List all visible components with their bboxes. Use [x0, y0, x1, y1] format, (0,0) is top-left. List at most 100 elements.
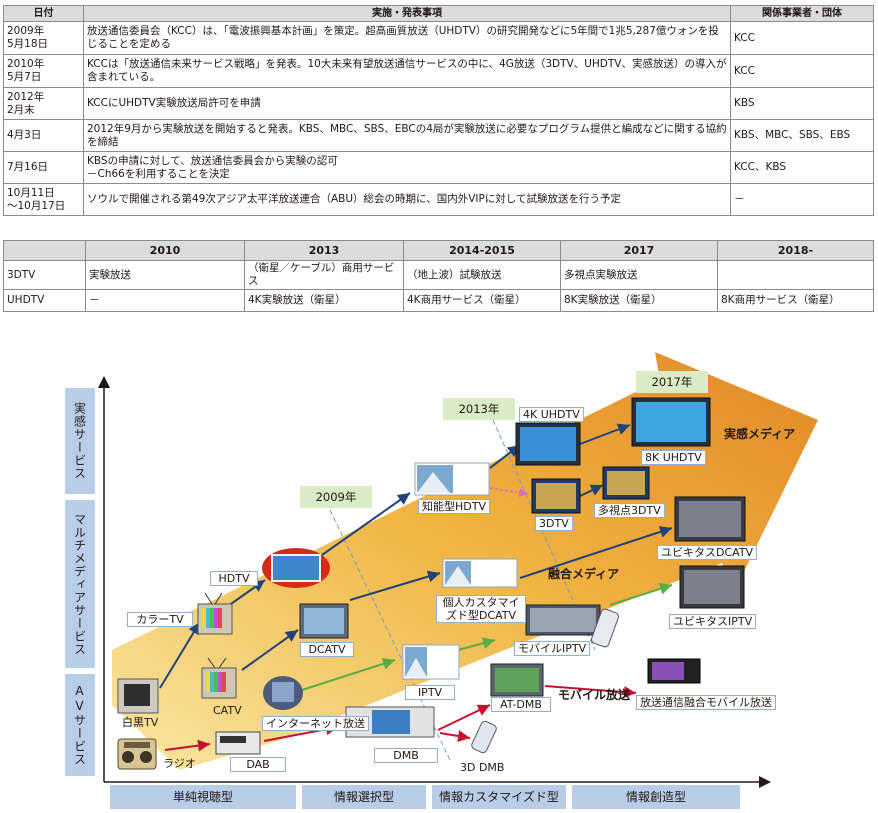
dcatv-icon [299, 603, 349, 639]
ubiquitous-iptv-icon [679, 565, 745, 609]
x-category-simple: 単純視聴型 [110, 785, 296, 809]
dab-receiver-icon [215, 731, 261, 755]
flow-arrow-red [437, 704, 491, 731]
table-cell: 多視点実験放送 [560, 260, 718, 290]
node-label-3dtv: 3DTV [535, 516, 573, 531]
flow-arrow-red [439, 730, 471, 742]
4k-uhdtv-icon [515, 422, 581, 466]
radio-icon [117, 738, 157, 770]
date-cell: 10月11日 ～10月17日 [3, 183, 84, 216]
at-dmb-icon [490, 663, 544, 697]
node-label-dcatv: DCATV [300, 642, 354, 657]
flow-arrow [227, 579, 266, 607]
flow-arrow [519, 526, 673, 579]
ubiquitous-dcatv-icon [674, 496, 746, 542]
table-row: 4月3日 2012年9月から実験放送を開始すると発表。KBS、MBC、SBS、E… [3, 119, 874, 152]
org-cell: KCC [730, 54, 874, 88]
header-year: 2017 [560, 240, 718, 261]
table-cell: 4K実験放送（衛星） [244, 289, 404, 312]
node-label-iptv: IPTV [405, 685, 455, 700]
table-cell [717, 260, 874, 290]
flow-arrow [489, 444, 521, 469]
row-label: UHDTV [3, 289, 86, 312]
table-row: UHDTV － 4K実験放送（衛星） 4K商用サービス（衛星） 8K実験放送（衛… [3, 289, 874, 312]
table-row: 2010年 5月7日 KCCは「放送通信未来サービス戦略」を発表。10大未来有望… [3, 54, 874, 88]
iptv-icon [402, 644, 460, 680]
event-cell: KBSの申請に対して、放送通信委員会から実験の認可 －Ch66を利用することを決… [83, 151, 731, 184]
multiview-3dtv-icon [602, 466, 650, 500]
node-label-smart-hdtv: 知能型HDTV [418, 499, 490, 514]
event-cell: 2012年9月から実験放送を開始すると発表。KBS、MBC、SBS、EBCの4局… [83, 119, 731, 152]
table-row: 7月16日 KBSの申請に対して、放送通信委員会から実験の認可 －Ch66を利用… [3, 151, 874, 184]
dmb-device-icon [345, 706, 435, 738]
converged-mobile-icon [647, 658, 701, 684]
node-label-dab: DAB [230, 757, 286, 772]
org-cell: KBS、MBC、SBS、EBS [730, 119, 874, 152]
table-row: 2009年 5月18日 放送通信委員会（KCC）は、「電波振興基本計画」を策定。… [3, 21, 874, 55]
table-cell: 8K実験放送（衛星） [560, 289, 718, 312]
table-row: 10月11日 ～10月17日 ソウルで開催される第49次アジア太平洋放送連合（A… [3, 183, 874, 216]
custom-dcatv-icon [442, 558, 518, 588]
x-category-creation: 情報創造型 [572, 785, 740, 809]
y-category-av: AVサービス [65, 674, 95, 776]
roadmap-table: 2010 2013 2014-2015 2017 2018- 3DTV 実験放送… [3, 240, 874, 312]
org-cell: KCC [730, 21, 874, 55]
bw-tv-icon [117, 678, 159, 714]
flow-arrow-green [301, 657, 396, 691]
node-label-catv: CATV [213, 704, 242, 717]
table-row: 2012年 2月末 KCCにUHDTV実験放送局許可を申請 KBS [3, 87, 874, 120]
table-cell: 実験放送 [85, 260, 245, 290]
timeline-table: 日付 実施・発表事項 関係事業者・団体 2009年 5月18日 放送通信委員会（… [3, 5, 874, 216]
table-row: 3DTV 実験放送 （衛星／ケーブル）商用サービス （地上波）試験放送 多視点実… [3, 260, 874, 290]
y-category-jikkan: 実感サービス [65, 388, 95, 494]
node-label-radio: ラジオ [163, 757, 196, 770]
flow-arrow-green [609, 582, 673, 606]
mobile-iptv-icon [525, 604, 619, 648]
catv-tv-icon [201, 657, 237, 699]
node-label-bw-tv: 白黒TV [122, 716, 159, 729]
flow-arrow [349, 570, 441, 601]
internet-monitor-icon [263, 676, 303, 710]
table-cell: 4K商用サービス（衛星） [403, 289, 561, 312]
timeline-header-row: 日付 実施・発表事項 関係事業者・団体 [3, 5, 874, 22]
date-cell: 2010年 5月7日 [3, 54, 84, 88]
date-cell: 2009年 5月18日 [3, 21, 84, 55]
node-label-ubiquitous-dcatv: ユビキタスDCATV [657, 545, 758, 560]
header-year: 2014-2015 [403, 240, 561, 261]
node-label-3d-dmb: 3D DMB [460, 761, 505, 774]
flow-arrow [579, 423, 631, 445]
org-cell: KBS [730, 87, 874, 120]
header-empty [3, 240, 86, 261]
header-year: 2013 [244, 240, 404, 261]
node-label-internet: インターネット放送 [262, 716, 369, 731]
node-label-multiview-3dtv: 多視点3DTV [594, 503, 665, 518]
event-cell: KCCにUHDTV実験放送局許可を申請 [83, 87, 731, 120]
flow-arrow-red [544, 685, 637, 699]
date-cell: 2012年 2月末 [3, 87, 84, 120]
node-label-dmb: DMB [374, 748, 438, 763]
node-label-color-tv: カラーTV [127, 612, 193, 627]
x-category-select: 情報選択型 [302, 785, 426, 809]
header-org: 関係事業者・団体 [730, 5, 874, 22]
year-2017: 2017年 [636, 371, 708, 393]
smart-hdtv-icon [414, 462, 490, 496]
node-label-custom-dcatv: 個人カスタマイ ズド型DCATV [436, 595, 526, 623]
x-category-customize: 情報カスタマイズド型 [432, 785, 566, 809]
3d-dmb-phone-icon [471, 720, 497, 754]
flow-arrow [159, 621, 201, 689]
3dtv-icon [531, 478, 581, 514]
flow-arrow-pink [489, 487, 529, 498]
header-date: 日付 [3, 5, 84, 22]
node-label-8k-uhdtv: 8K UHDTV [641, 450, 706, 465]
year-line-2009 [329, 509, 451, 761]
table-cell: （地上波）試験放送 [403, 260, 561, 290]
y-category-multimedia: マルチメディアサービス [65, 500, 95, 668]
node-label-hdtv: HDTV [210, 571, 258, 586]
header-year: 2018- [717, 240, 874, 261]
node-label-4k-uhdtv: 4K UHDTV [519, 407, 584, 422]
flow-arrow-green [457, 637, 496, 651]
year-2013: 2013年 [443, 398, 515, 420]
node-label-converged-mobile: 放送通信融合モバイル放送 [636, 695, 776, 710]
media-label-mobile: モバイル放送 [558, 688, 631, 702]
media-label-yugo: 融合メディア [548, 567, 620, 581]
